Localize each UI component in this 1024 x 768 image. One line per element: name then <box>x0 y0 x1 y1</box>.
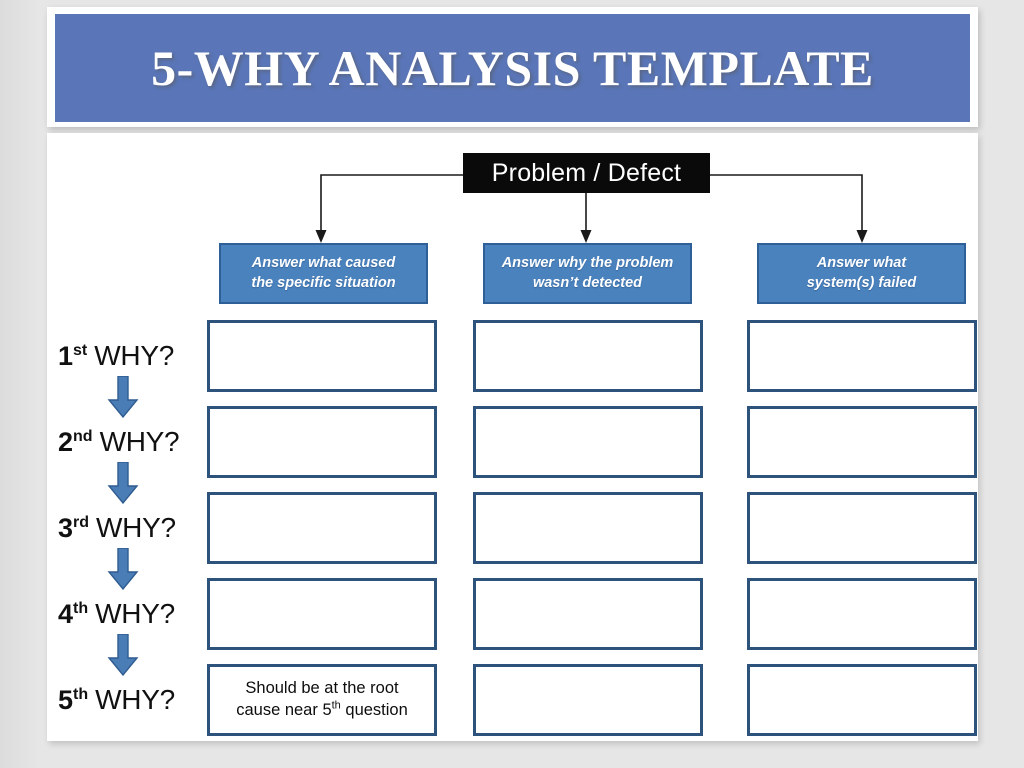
root-cause-note-line2-suffix: question <box>340 701 408 719</box>
connector-lines <box>315 174 868 243</box>
row-label-5: 5th WHY? <box>58 684 208 716</box>
column-header-3-line2: system(s) failed <box>806 274 917 291</box>
column-header-1[interactable]: Answer what caused the specific situatio… <box>219 243 428 304</box>
answer-box-r1c2[interactable] <box>473 320 703 392</box>
root-cause-note-line2-sup: th <box>331 699 341 712</box>
answer-box-r3c2[interactable] <box>473 492 703 564</box>
down-arrow-icon-4 <box>107 634 139 676</box>
row-label-2-ordinal: 2nd <box>58 427 93 458</box>
row-label-3-suffix: rd <box>73 513 90 531</box>
row-label-4-suffix: th <box>73 599 89 617</box>
down-arrow-icon-1 <box>107 376 139 418</box>
row-label-3-why: WHY? <box>96 512 176 543</box>
column-header-2[interactable]: Answer why the problem wasn’t detected <box>483 243 692 304</box>
row-label-3-ordinal: 3rd <box>58 513 89 544</box>
answer-box-r2c2[interactable] <box>473 406 703 478</box>
root-cause-note-line1: Should be at the root <box>245 679 399 698</box>
row-label-3-number: 3 <box>58 512 74 543</box>
answer-box-r5c3[interactable] <box>747 664 977 736</box>
answer-box-r3c3[interactable] <box>747 492 977 564</box>
title-bar: 5-WHY ANALYSIS TEMPLATE <box>55 14 970 122</box>
row-label-4: 4th WHY? <box>58 598 208 630</box>
answer-box-r4c1[interactable] <box>207 578 437 650</box>
row-label-2-suffix: nd <box>73 427 93 445</box>
answer-box-r1c3[interactable] <box>747 320 977 392</box>
row-label-1-ordinal: 1st <box>58 341 87 372</box>
column-header-3-line1: Answer what <box>816 254 907 271</box>
problem-defect-node[interactable]: Problem / Defect <box>463 153 710 193</box>
row-label-4-ordinal: 4th <box>58 599 88 630</box>
row-label-1-why: WHY? <box>94 340 174 371</box>
row-label-3: 3rd WHY? <box>58 512 208 544</box>
root-cause-note-line2-prefix: cause near 5 <box>236 701 332 719</box>
row-label-4-number: 4 <box>58 598 74 629</box>
down-arrow-icon-3 <box>107 548 139 590</box>
row-label-4-why: WHY? <box>95 598 175 629</box>
root-cause-note: Should be at the root cause near 5th que… <box>226 678 418 722</box>
column-header-1-label: Answer what caused the specific situatio… <box>243 254 403 293</box>
row-label-5-ordinal: 5th <box>58 685 88 716</box>
row-label-2-number: 2 <box>58 426 74 457</box>
row-label-1-number: 1 <box>58 340 74 371</box>
column-header-2-line1: Answer why the problem <box>501 254 674 271</box>
row-label-1: 1st WHY? <box>58 340 208 372</box>
column-header-2-label: Answer why the problem wasn’t detected <box>494 254 682 293</box>
answer-box-r4c3[interactable] <box>747 578 977 650</box>
column-header-1-line1: Answer what caused <box>251 254 396 271</box>
answer-box-r4c2[interactable] <box>473 578 703 650</box>
row-label-2-why: WHY? <box>99 426 180 457</box>
page-title: 5-WHY ANALYSIS TEMPLATE <box>151 40 874 96</box>
row-label-1-suffix: st <box>73 341 88 359</box>
answer-box-r3c1[interactable] <box>207 492 437 564</box>
answer-box-r2c1[interactable] <box>207 406 437 478</box>
row-label-5-why: WHY? <box>95 684 175 715</box>
answer-box-r2c3[interactable] <box>747 406 977 478</box>
answer-box-r5c2[interactable] <box>473 664 703 736</box>
answer-box-r5c1[interactable]: Should be at the root cause near 5th que… <box>207 664 437 736</box>
column-header-2-line2: wasn’t detected <box>532 274 643 291</box>
down-arrow-icon-2 <box>107 462 139 504</box>
answer-box-r1c1[interactable] <box>207 320 437 392</box>
row-label-5-number: 5 <box>58 684 74 715</box>
row-label-5-suffix: th <box>73 685 89 703</box>
column-header-3[interactable]: Answer what system(s) failed <box>757 243 966 304</box>
column-header-1-line2: the specific situation <box>251 274 396 291</box>
row-label-2: 2nd WHY? <box>58 426 208 458</box>
column-header-3-label: Answer what system(s) failed <box>799 254 925 293</box>
problem-defect-label: Problem / Defect <box>491 158 682 187</box>
